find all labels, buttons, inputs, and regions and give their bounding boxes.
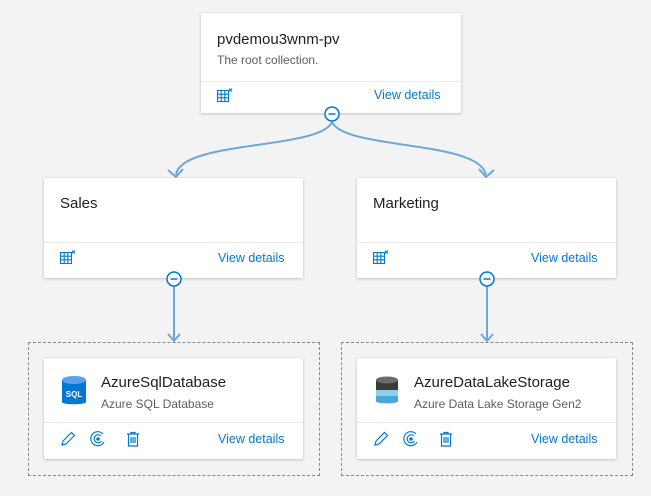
marketing-view-details-link[interactable]: View details bbox=[531, 251, 598, 265]
card-divider bbox=[44, 242, 303, 243]
data-lake-storage-icon bbox=[373, 374, 401, 408]
arrow-head-sql bbox=[167, 333, 181, 343]
azure-data-lake-source-title: AzureDataLakeStorage bbox=[414, 374, 570, 391]
card-divider bbox=[357, 422, 616, 423]
root-collapse-toggle[interactable] bbox=[324, 106, 340, 122]
card-divider bbox=[44, 422, 303, 423]
marketing-collection-title: Marketing bbox=[373, 195, 439, 212]
marketing-collection-card[interactable]: Marketing View details bbox=[357, 178, 616, 278]
root-collection-title: pvdemou3wnm-pv bbox=[217, 31, 340, 48]
root-collection-card[interactable]: pvdemou3wnm-pv The root collection. View… bbox=[201, 13, 461, 113]
edit-icon[interactable] bbox=[372, 430, 390, 448]
arrow-head-sales bbox=[167, 168, 184, 179]
sales-collection-card[interactable]: Sales View details bbox=[44, 178, 303, 278]
azure-data-lake-source-subtitle: Azure Data Lake Storage Gen2 bbox=[414, 397, 582, 411]
card-divider bbox=[201, 81, 461, 82]
azure-data-lake-source-card[interactable]: AzureDataLakeStorage Azure Data Lake Sto… bbox=[357, 358, 616, 459]
sales-sources-group bbox=[28, 342, 320, 476]
azure-data-lake-view-details-link[interactable]: View details bbox=[531, 432, 598, 446]
edit-icon[interactable] bbox=[59, 430, 77, 448]
arrow-head-marketing bbox=[478, 168, 495, 179]
arrow-head-adls bbox=[480, 333, 494, 343]
collection-grid-icon[interactable] bbox=[372, 249, 390, 267]
marketing-collapse-toggle[interactable] bbox=[479, 271, 495, 287]
root-view-details-link[interactable]: View details bbox=[374, 88, 441, 102]
card-divider bbox=[357, 242, 616, 243]
marketing-sources-group bbox=[341, 342, 633, 476]
collection-grid-icon[interactable] bbox=[59, 249, 77, 267]
sales-view-details-link[interactable]: View details bbox=[218, 251, 285, 265]
azure-sql-source-subtitle: Azure SQL Database bbox=[101, 397, 214, 411]
scan-icon[interactable] bbox=[89, 430, 107, 448]
svg-text:SQL: SQL bbox=[66, 390, 83, 399]
delete-icon[interactable] bbox=[437, 430, 455, 448]
azure-sql-view-details-link[interactable]: View details bbox=[218, 432, 285, 446]
scan-icon[interactable] bbox=[402, 430, 420, 448]
root-collection-subtitle: The root collection. bbox=[217, 53, 319, 67]
connector-root-marketing bbox=[331, 121, 487, 176]
collection-grid-icon[interactable] bbox=[216, 87, 234, 105]
azure-sql-source-title: AzureSqlDatabase bbox=[101, 374, 227, 391]
sales-collection-title: Sales bbox=[60, 195, 98, 212]
delete-icon[interactable] bbox=[124, 430, 142, 448]
sql-database-icon: SQL bbox=[60, 374, 88, 408]
connector-root-sales bbox=[175, 121, 333, 176]
azure-sql-source-card[interactable]: SQL AzureSqlDatabase Azure SQL Database bbox=[44, 358, 303, 459]
sales-collapse-toggle[interactable] bbox=[166, 271, 182, 287]
